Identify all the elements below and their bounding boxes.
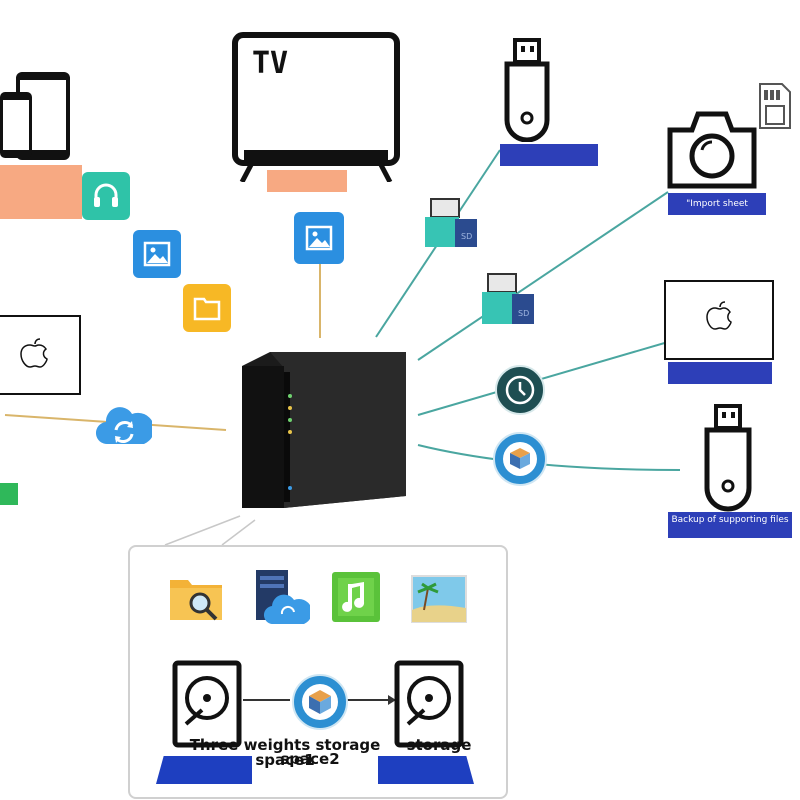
time-machine-icon[interactable]	[495, 365, 545, 415]
tv-label	[267, 170, 347, 192]
music-icon[interactable]	[328, 570, 384, 624]
headphones-icon	[94, 183, 118, 207]
file-search-icon[interactable]	[168, 572, 226, 624]
landscape-photo-icon[interactable]	[410, 574, 468, 624]
server-cloud-icon[interactable]	[254, 568, 312, 626]
folder-tile[interactable]	[183, 284, 231, 332]
photo-icon	[143, 241, 171, 267]
tv-title: TV	[252, 46, 289, 81]
cube-backup-icon[interactable]	[493, 432, 547, 486]
caption-storage-left: Three weights storage space1	[189, 736, 381, 769]
cloud-sync-icon[interactable]	[95, 398, 155, 450]
phones-label	[0, 165, 82, 219]
card-reader-1: SD	[425, 197, 479, 249]
tv-icon	[232, 32, 400, 184]
sd-card-icon	[758, 82, 792, 130]
svg-text:SD: SD	[461, 232, 472, 241]
time-machine-label	[668, 362, 772, 384]
hard-disk-icon	[394, 660, 464, 748]
usb-drive-top	[503, 38, 551, 143]
cube-backup-icon[interactable]	[292, 674, 348, 730]
backup-files-label: Backup of supporting files	[668, 512, 792, 538]
disk-base-left	[156, 756, 252, 784]
nas-server-icon	[232, 348, 410, 510]
mac-monitor-right	[664, 280, 774, 360]
caption-storage-line2: space2	[280, 750, 340, 768]
folder-icon	[193, 297, 221, 321]
caption-storage-right: storage	[406, 736, 472, 754]
hard-disk-icon	[172, 660, 242, 748]
phones-tablet-icon	[0, 70, 74, 162]
usb-export-label	[500, 144, 598, 166]
mac-monitor-left	[0, 315, 82, 395]
tv-photo-tile[interactable]	[294, 212, 344, 264]
camera-icon	[666, 110, 758, 190]
card-reader-2: SD	[482, 272, 536, 326]
usb-drive-right	[703, 404, 753, 512]
import-sheet-label: "Import sheet	[668, 193, 766, 215]
green-strip	[0, 483, 18, 505]
svg-text:SD: SD	[518, 309, 529, 318]
photo-icon	[305, 225, 333, 251]
disk-base-right	[378, 756, 474, 784]
photo-tile[interactable]	[133, 230, 181, 278]
headphones-tile[interactable]	[82, 172, 130, 220]
